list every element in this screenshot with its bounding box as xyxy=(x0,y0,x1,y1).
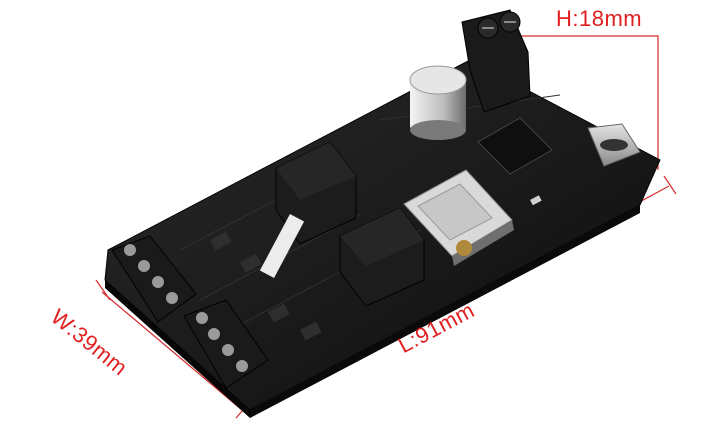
processor-chip xyxy=(477,117,553,175)
screw-terminal-left-2 xyxy=(183,299,269,389)
usb-c-port xyxy=(587,123,641,167)
relay-2 xyxy=(339,207,425,307)
brand-logo xyxy=(259,213,305,279)
screw-terminal-left-1 xyxy=(111,235,197,323)
height-line xyxy=(520,35,659,170)
esp32-module xyxy=(403,169,514,266)
width-line xyxy=(101,291,243,411)
electrolytic-capacitor xyxy=(409,65,467,140)
screw-terminal-top xyxy=(461,9,531,113)
height-dimension-label: H:18mm xyxy=(556,6,643,31)
smd-components xyxy=(209,195,542,341)
